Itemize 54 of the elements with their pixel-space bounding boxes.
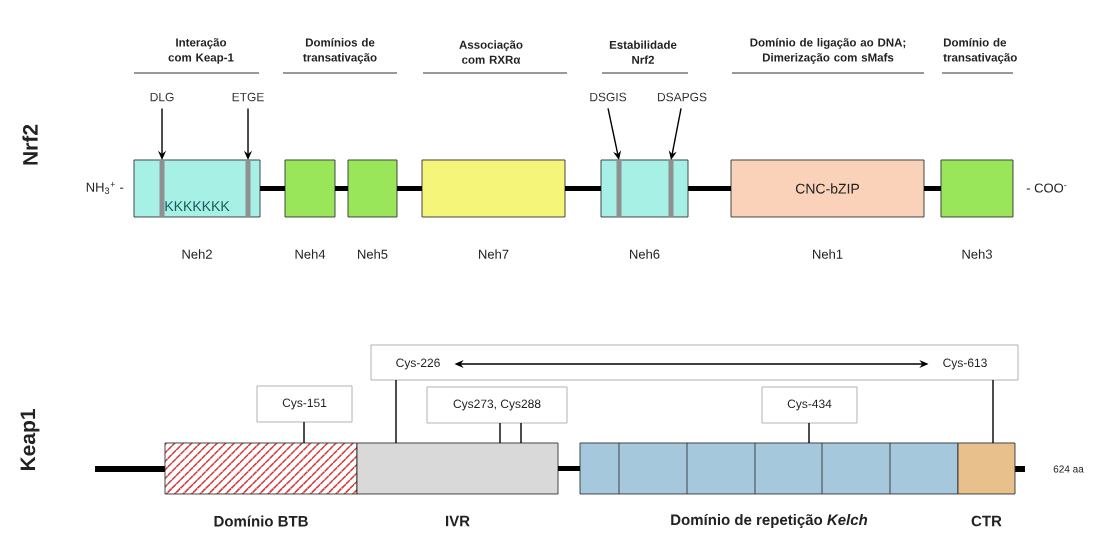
domain-label: Neh2: [182, 249, 212, 259]
heading: Domínio de ligação ao DNA; Dimerização com sMafs: [750, 38, 906, 64]
domain-label: Domínio BTB: [214, 515, 308, 527]
heading: Associação com RXRα: [459, 40, 523, 64]
length-label: 624 aa: [1053, 465, 1084, 473]
leader-line: [395, 379, 397, 444]
backbone-line: [558, 466, 580, 471]
residue-box: Cys-151: [256, 385, 353, 423]
residue-box: Cys273, Cys288: [426, 386, 568, 424]
domain-box: [164, 442, 358, 495]
residue-box: Cys-434: [761, 386, 858, 424]
domain-label: Domínio de repetição Kelch: [671, 513, 868, 529]
domain-label: IVR: [446, 515, 470, 527]
leader-line: [303, 421, 305, 444]
backbone-line: [397, 186, 422, 191]
protein-name: Keap1: [20, 409, 40, 471]
residue-label: Cys-613: [943, 358, 987, 370]
backbone-line: [260, 186, 285, 191]
heading: Interação com Keap-1: [168, 38, 234, 64]
domain-label: Neh6: [630, 249, 660, 259]
heading: Domínio de transativação: [943, 38, 1017, 64]
domain-box: [421, 159, 566, 218]
protein-name: Nrf2: [22, 124, 38, 165]
heading: Estabilidade Nrf2: [609, 40, 677, 64]
motif-label: DSGIS: [590, 92, 627, 102]
domain-box: [347, 159, 398, 218]
leader-line: [520, 422, 522, 444]
domain-label: CTR: [971, 515, 1002, 527]
leader-line: [499, 422, 501, 444]
domain-box: [356, 442, 559, 495]
residue-box: [370, 344, 1019, 381]
backbone-line: [335, 186, 348, 191]
domain-label: Neh3: [962, 249, 992, 259]
motif-label: ETGE: [232, 92, 264, 102]
backbone-line: [688, 186, 731, 191]
domain-box: [284, 159, 336, 218]
domain-label: Neh1: [813, 249, 843, 259]
domain-label: Neh7: [479, 249, 509, 259]
domain-label: Neh4: [295, 249, 326, 259]
leader-line: [992, 379, 994, 444]
motif-label: DLG: [150, 92, 174, 102]
motif-label: DSAPGS: [658, 92, 707, 102]
domain-box: CNC-bZIP: [730, 159, 925, 218]
domain-box: [957, 442, 1016, 495]
domain-box: [579, 442, 959, 495]
terminus-label: - COO$^{-}$: [1026, 183, 1067, 193]
domain-box: KKKKKKK: [133, 159, 261, 218]
domain-label: Neh5: [358, 249, 388, 259]
domain-box: [940, 159, 1014, 218]
leader-line: [808, 422, 810, 444]
residue-label: Cys-226: [396, 358, 440, 370]
heading: Domínios de transativação: [303, 38, 377, 64]
backbone-line: [924, 186, 941, 191]
backbone-line: [565, 186, 601, 191]
